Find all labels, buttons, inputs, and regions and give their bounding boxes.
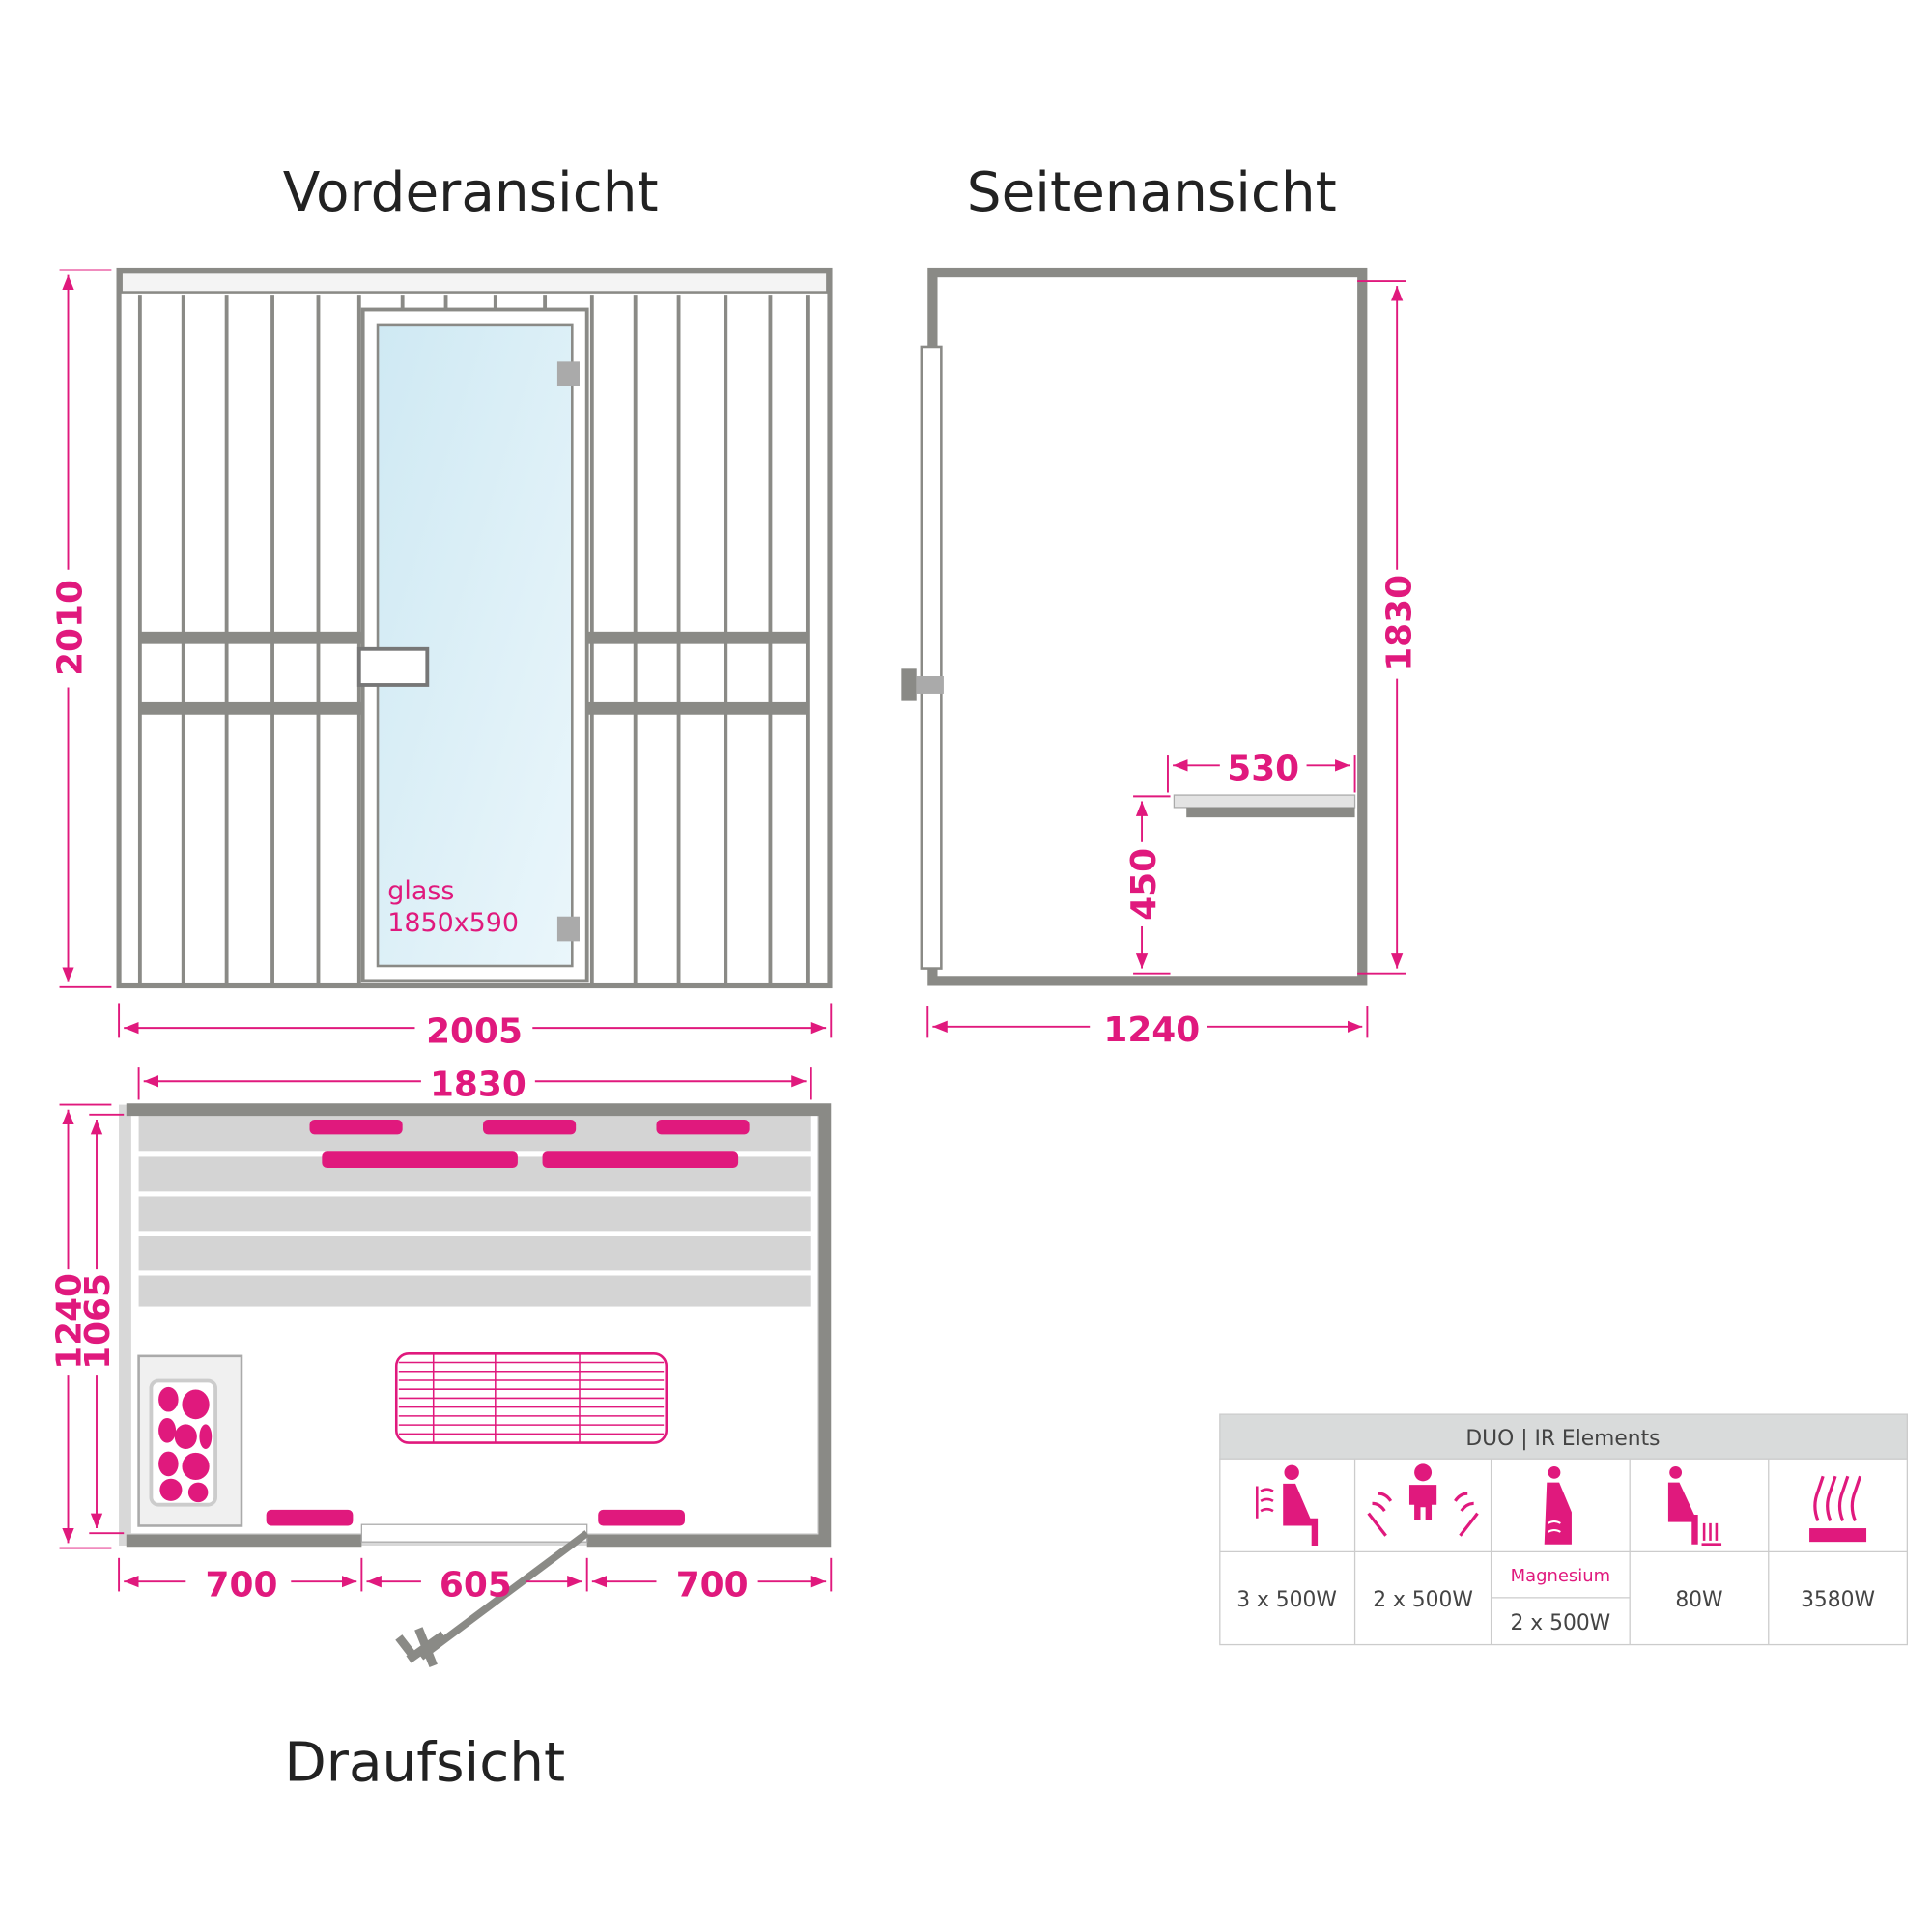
side-view: 1830 530 450 1240	[901, 267, 1419, 1050]
value-foot: 80W	[1675, 1588, 1722, 1612]
top-view-title: Draufsicht	[284, 1732, 565, 1795]
hinge-icon	[556, 361, 580, 386]
bench-depth-dim: 530	[1227, 750, 1299, 789]
door-handle	[356, 646, 430, 687]
ir-elements-table: DUO | IR Elements 3 x 500W 2 x 5	[1219, 1413, 1908, 1646]
front-width-dim: 2005	[426, 1011, 523, 1051]
door-swing	[418, 1530, 589, 1661]
door-glass	[376, 323, 574, 968]
total-heat-icon	[1809, 1475, 1867, 1543]
ir-panel	[656, 1119, 750, 1135]
side-height-dim: 1830	[1379, 575, 1419, 671]
left-width-dim: 700	[206, 1566, 278, 1605]
side-view-title: Seitenansicht	[967, 161, 1337, 224]
door-handle	[395, 1627, 446, 1668]
floor-heater-grid	[394, 1352, 668, 1444]
glass-label: glass	[387, 876, 454, 906]
ir-panel	[542, 1151, 739, 1168]
value-back: 3 x 500W	[1236, 1588, 1337, 1612]
ir-panel	[266, 1509, 354, 1526]
person-foot-heat-icon	[1667, 1465, 1722, 1547]
value-total: 3580W	[1801, 1588, 1875, 1612]
magnesium-label: Magnesium	[1511, 1566, 1610, 1586]
value-front: 2 x 500W	[1511, 1611, 1611, 1635]
side-door	[920, 345, 943, 970]
ir-panel	[483, 1119, 577, 1135]
front-height-dim: 2010	[51, 580, 91, 676]
ir-panel	[322, 1151, 518, 1168]
side-depth-dim: 1240	[1103, 1010, 1200, 1050]
person-front-heat-icon	[1544, 1465, 1572, 1545]
ir-panel	[598, 1509, 685, 1526]
glass-size: 1850x590	[387, 908, 519, 938]
bench	[1186, 807, 1355, 818]
front-view-title: Vorderansicht	[283, 161, 659, 224]
value-side: 2 x 500W	[1373, 1588, 1473, 1612]
door-width-dim: 605	[440, 1566, 512, 1605]
top-depth-dim: 1240	[49, 1273, 89, 1370]
bench-height-dim: 450	[1124, 848, 1164, 921]
heater-stones	[158, 1386, 213, 1503]
top-width-dim: 1830	[430, 1065, 526, 1105]
person-back-heat-icon	[1256, 1464, 1319, 1546]
person-side-heat-icon	[1367, 1463, 1479, 1537]
table-header: DUO | IR Elements	[1465, 1427, 1660, 1451]
top-inner-depth-dim: 1065	[78, 1273, 118, 1370]
ir-panel	[309, 1119, 403, 1135]
right-width-dim: 700	[676, 1566, 749, 1605]
front-view: glass 1850x590 2010 2005	[51, 267, 833, 1051]
hinge-icon	[556, 916, 580, 942]
top-view: 1830 1240 1065 700 605 700	[49, 1065, 833, 1668]
